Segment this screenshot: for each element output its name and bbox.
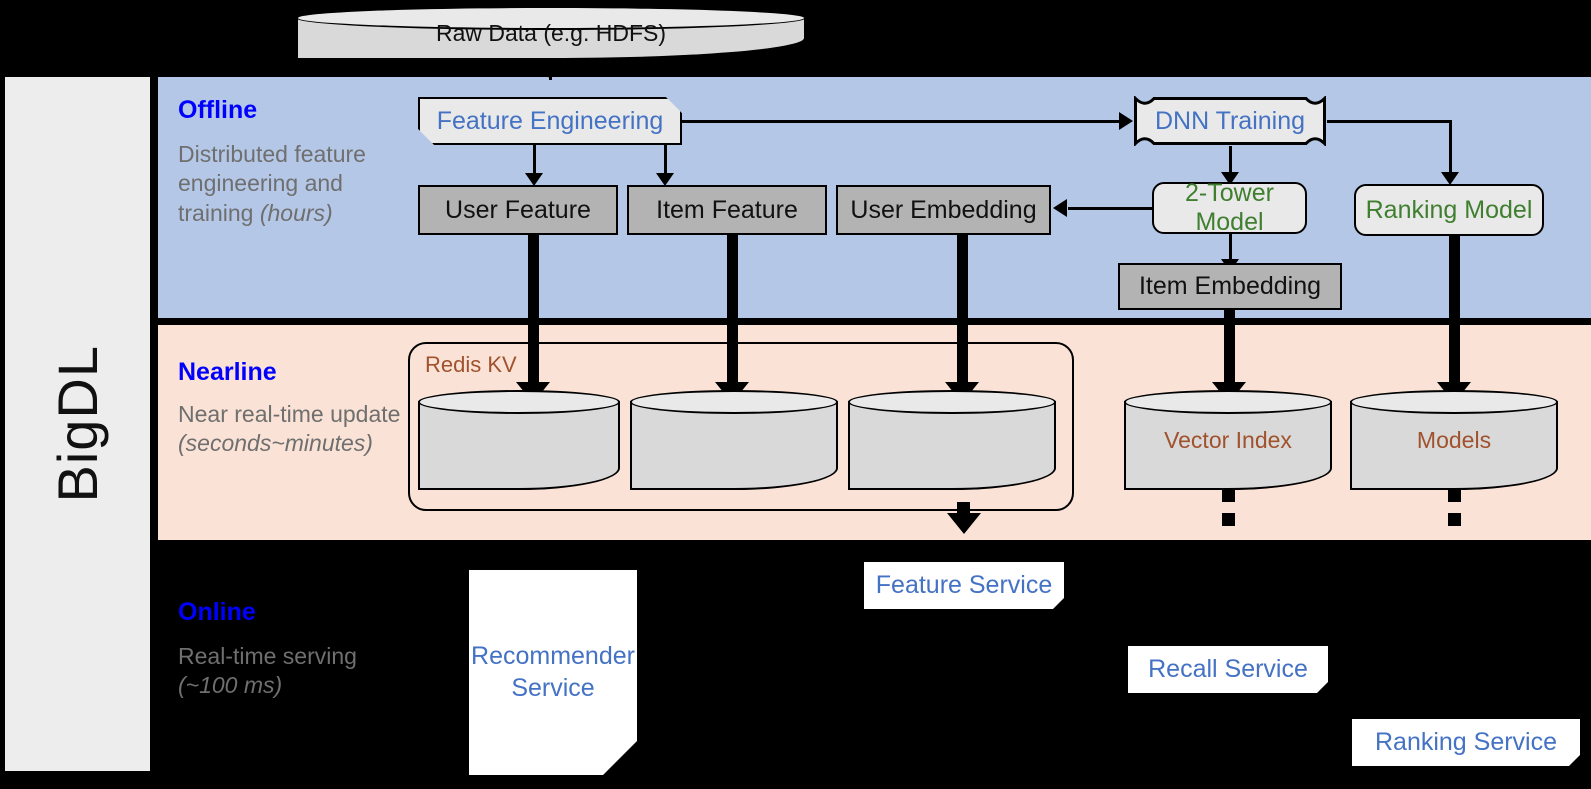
connector-dnn-ranking-v [1449, 120, 1452, 176]
cylinder-body [630, 401, 838, 490]
connector-dnn-ranking-h [1327, 120, 1452, 123]
user-embedding-label: User Embedding [850, 195, 1037, 224]
page-fold-icon [1317, 682, 1328, 693]
recall-service-node[interactable]: Recall Service [1128, 646, 1328, 693]
models-cylinder[interactable]: Models [1350, 390, 1558, 490]
stage-desc-nearline: Near real-time update (seconds~minutes) [178, 401, 401, 457]
stage-desc-online: Real-time serving (~100 ms) [178, 643, 357, 699]
redis-store-2-label [630, 390, 838, 490]
redis-kv-container [408, 342, 1074, 511]
item-feature-node[interactable]: Item Feature [627, 185, 827, 235]
redis-store-3[interactable] [848, 390, 1056, 490]
cylinder-top [1350, 390, 1558, 414]
item-embedding-label: Item Embedding [1138, 272, 1322, 301]
page-fold-icon [1053, 598, 1064, 609]
arrowhead-fe-userfeature [525, 173, 543, 186]
connector-2tower-userembedding [1068, 207, 1154, 210]
dnn-training-node[interactable]: DNN Training [1133, 96, 1327, 146]
feature-engineering-node[interactable]: Feature Engineering [418, 97, 682, 145]
user-feature-node[interactable]: User Feature [418, 185, 618, 235]
arrowhead-featureservice [947, 513, 981, 534]
connector-stub-featureservice [957, 502, 970, 515]
redis-store-1[interactable] [418, 390, 620, 490]
cylinder-body [848, 401, 1056, 490]
connector-fe-userfeature [533, 145, 536, 177]
connector-stub-recall-2 [1222, 513, 1235, 526]
cylinder-body [418, 401, 620, 490]
feature-engineering-label: Feature Engineering [436, 106, 664, 135]
cylinder-body [1124, 401, 1332, 490]
stage-title-nearline: Nearline [178, 358, 277, 386]
pipe-userembedding-store3 [957, 235, 968, 395]
stage-desc-offline: Distributed feature engineering and trai… [178, 141, 366, 226]
connector-fe-itemfeature [664, 145, 667, 177]
connector-stub-recall-1 [1222, 489, 1235, 502]
two-tower-model-label: 2-Tower Model [1185, 179, 1274, 236]
arrowhead-rawdata-fe [533, 58, 567, 79]
arrowhead-2tower-userembedding [1053, 199, 1067, 217]
redis-store-2[interactable] [630, 390, 838, 490]
redis-store-1-label [418, 390, 620, 490]
vector-index-label: Vector Index [1164, 426, 1292, 453]
stage-title-online: Online [178, 598, 256, 626]
ranking-model-label: Ranking Model [1365, 195, 1533, 224]
ranking-model-node[interactable]: Ranking Model [1354, 184, 1544, 236]
item-feature-label: Item Feature [656, 195, 798, 224]
recommender-service-label: Recommender Service [471, 642, 635, 702]
redis-store-3-label [848, 390, 1056, 490]
connector-fe-dnn [682, 120, 1122, 123]
redis-kv-label: Redis KV [425, 352, 517, 377]
recommender-service-node[interactable]: Recommender Service [469, 570, 637, 775]
arrowhead-fe-itemfeature [656, 173, 674, 186]
raw-data-cylinder: Raw Data (e.g. HDFS) [296, 6, 806, 60]
user-embedding-node[interactable]: User Embedding [836, 185, 1051, 235]
connector-2tower-itemembedding [1229, 234, 1232, 263]
connector-stub-ranking-1 [1448, 489, 1461, 502]
recall-service-label: Recall Service [1148, 655, 1308, 683]
pipe-itemfeature-store2 [727, 235, 738, 395]
models-label: Models [1416, 426, 1492, 453]
dnn-training-label: DNN Training [1154, 106, 1306, 135]
cylinder-top [630, 390, 838, 414]
user-feature-label: User Feature [445, 195, 591, 224]
cylinder-top [418, 390, 620, 414]
pipe-rankingmodel-models [1449, 236, 1460, 395]
arrowhead-fe-dnn [1119, 112, 1133, 130]
feature-service-label: Feature Service [875, 571, 1053, 599]
connector-dnn-2tower [1229, 146, 1232, 176]
cylinder-top [1124, 390, 1332, 414]
arrowhead-dnn-ranking [1441, 172, 1459, 185]
ranking-service-label: Ranking Service [1374, 728, 1558, 756]
ranking-service-node[interactable]: Ranking Service [1352, 719, 1580, 766]
arrowhead-dnn-2tower [1221, 172, 1239, 185]
pipe-userfeature-store1 [528, 235, 539, 395]
bigdl-sidebar: BigDL [5, 77, 150, 771]
cylinder-top [848, 390, 1056, 414]
feature-service-node[interactable]: Feature Service [864, 562, 1064, 609]
two-tower-model-node[interactable]: 2-Tower Model [1152, 179, 1307, 236]
pipe-itemembedding-vectorindex [1224, 310, 1235, 395]
bigdl-text: BigDL [45, 345, 109, 503]
dnn-shape [1134, 96, 1326, 146]
connector-stub-ranking-2 [1448, 513, 1461, 526]
vector-index-cylinder[interactable]: Vector Index [1124, 390, 1332, 490]
cylinder-top [296, 6, 806, 30]
page-fold-icon [1569, 755, 1580, 766]
stage-title-offline: Offline [178, 96, 258, 124]
raw-data-label: Raw Data (e.g. HDFS) [435, 19, 667, 46]
item-embedding-node[interactable]: Item Embedding [1118, 263, 1342, 310]
bigdl-label: BigDL [5, 77, 150, 771]
